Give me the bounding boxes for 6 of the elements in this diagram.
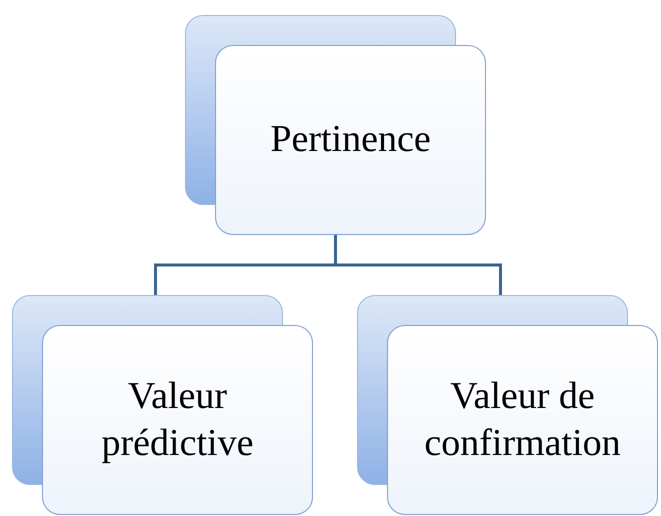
stacked-box <box>185 15 486 235</box>
box-label: Valeur de confirmation <box>423 374 622 466</box>
box-label: Valeur prédictive <box>100 374 254 466</box>
stacked-box <box>357 295 658 515</box>
box-label: Pertinence <box>270 117 431 162</box>
stacked-box <box>12 295 313 515</box>
